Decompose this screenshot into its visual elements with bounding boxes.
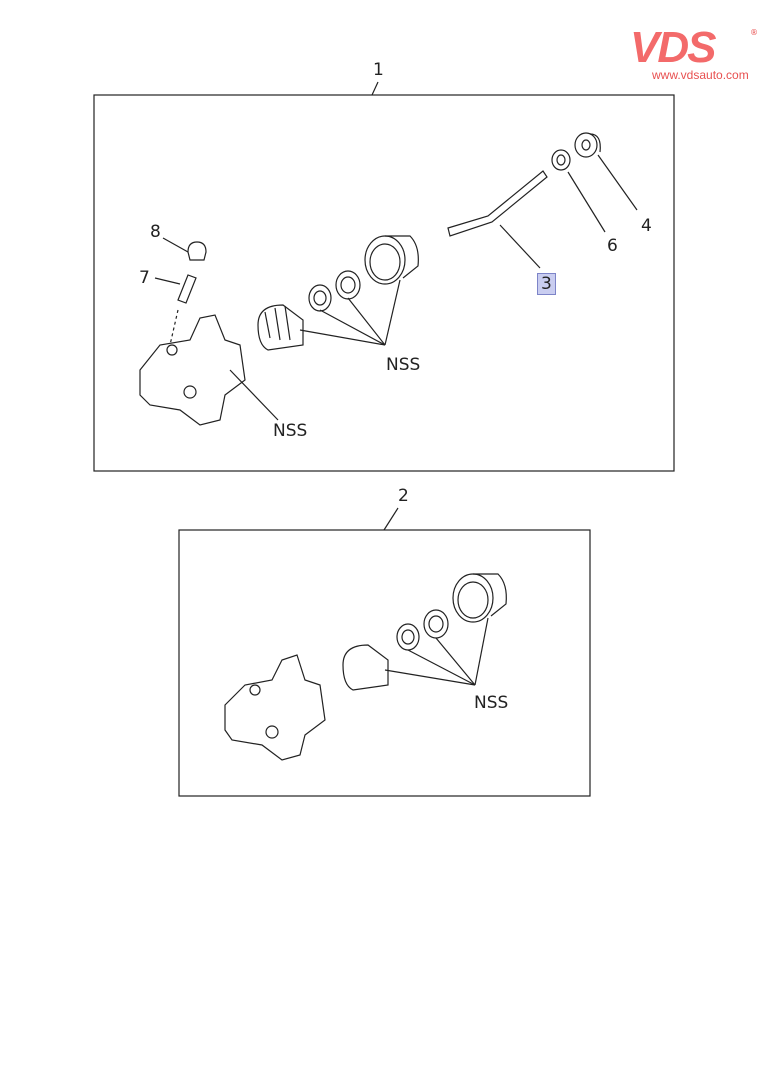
nut-6: [551, 149, 571, 171]
boot-1: [257, 304, 304, 351]
part-7-callout[interactable]: 7: [139, 268, 150, 288]
callout-1: 1: [373, 60, 384, 80]
part-3-callout[interactable]: 3: [537, 273, 556, 295]
registered-mark: ®: [750, 28, 758, 37]
nut-4: [574, 132, 601, 158]
nss-label: NSS: [386, 355, 421, 375]
boot-2: [342, 644, 389, 691]
bleeder-7: [177, 274, 197, 304]
callout-2: 2: [398, 486, 409, 506]
assembly-2-frame: [178, 529, 591, 797]
part-8-callout[interactable]: 8: [150, 222, 161, 242]
nss-label: NSS: [474, 693, 509, 713]
cap-8: [187, 241, 207, 261]
seals-1: [308, 235, 419, 312]
vds-logo: VDS ® www.vdsauto.com: [630, 23, 758, 83]
slave-cylinder-body-2: [224, 654, 326, 761]
push-rod: [447, 170, 548, 237]
part-4-callout[interactable]: 4: [641, 216, 652, 236]
nss-label: NSS: [273, 421, 308, 441]
assembly-1-frame: [93, 94, 675, 472]
logo-mark: VDS: [630, 23, 716, 72]
logo-url: www.vdsauto.com: [652, 68, 749, 82]
slave-cylinder-body-1: [139, 314, 246, 426]
seals-2: [396, 573, 507, 651]
part-6-callout[interactable]: 6: [607, 236, 618, 256]
